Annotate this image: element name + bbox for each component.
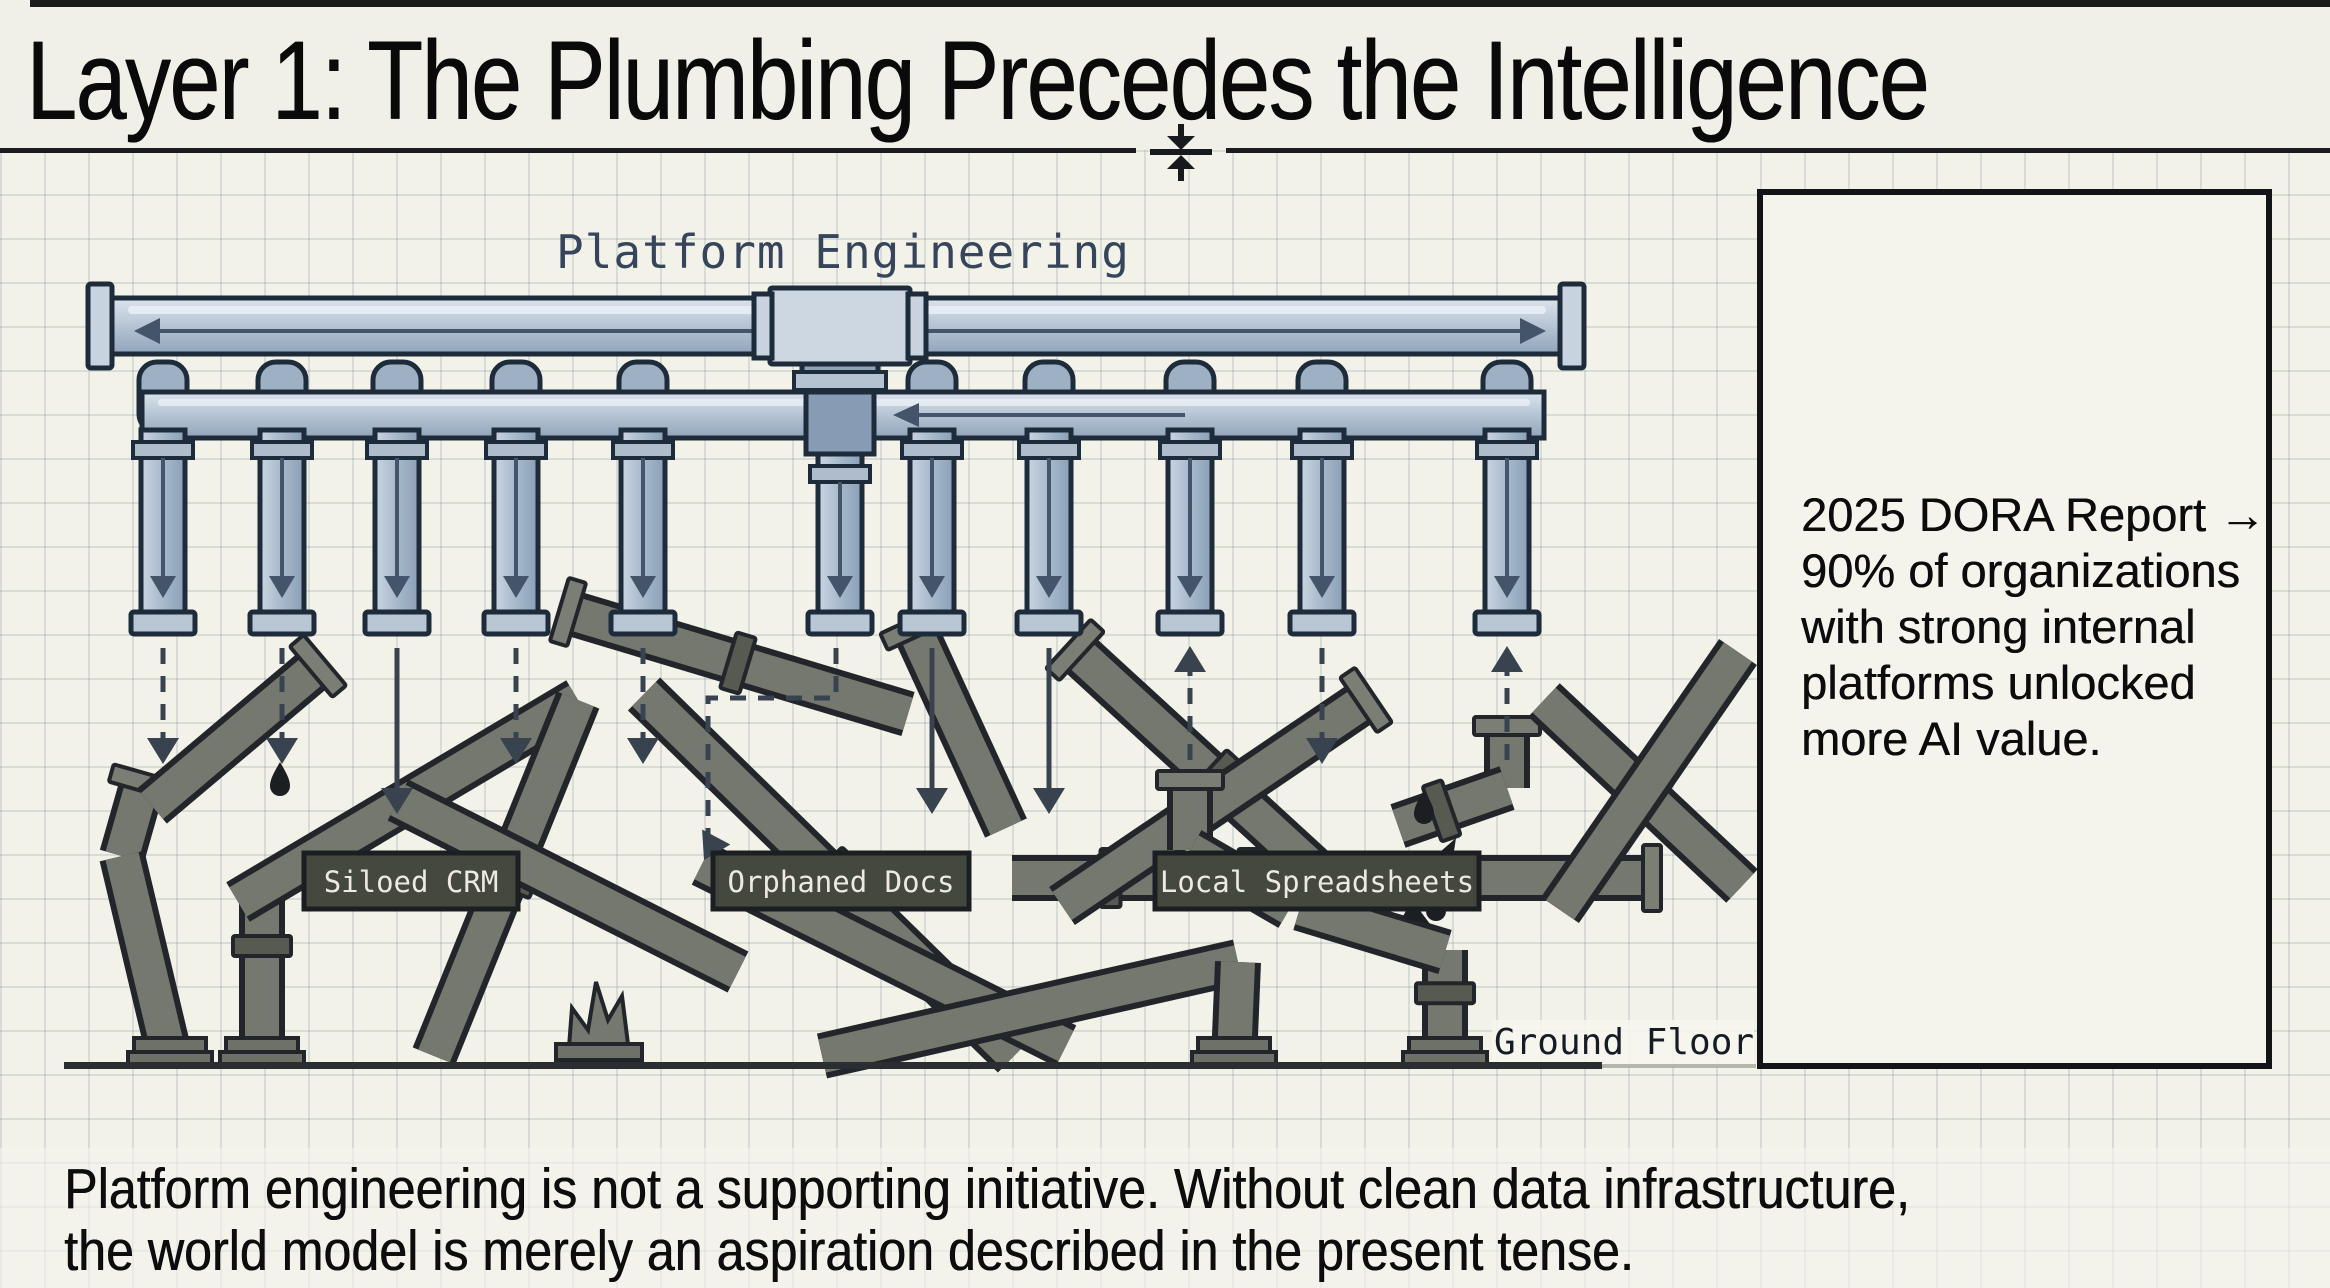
dora-line-3: with strong internal — [1801, 600, 2196, 653]
dora-line-5: more AI value. — [1801, 712, 2102, 765]
dora-report-text: 2025 DORA Report → 90% of organizations … — [1801, 487, 2271, 767]
footer-caption: Platform engineering is not a supporting… — [64, 1158, 1910, 1282]
top-border-strip — [30, 0, 2330, 7]
title-band: Layer 1: The Plumbing Precedes the Intel… — [0, 0, 2330, 153]
footer-line-2: the world model is merely an aspiration … — [64, 1219, 1634, 1283]
dora-line-4: platforms unlocked — [1801, 656, 2196, 709]
title-rule-left — [0, 148, 1136, 153]
dora-report-callout-panel: 2025 DORA Report → 90% of organizations … — [1757, 189, 2272, 1069]
footer-band — [0, 1148, 2330, 1288]
footer-line-1: Platform engineering is not a supporting… — [64, 1157, 1910, 1221]
title-rule-right — [1226, 148, 2330, 153]
dora-line-2: 90% of organizations — [1801, 544, 2240, 597]
page-title: Layer 1: The Plumbing Precedes the Intel… — [26, 18, 1930, 143]
dora-line-1: 2025 DORA Report → — [1801, 488, 2266, 541]
